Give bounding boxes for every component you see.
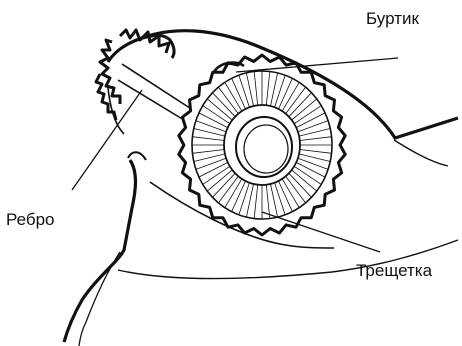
arm-top-hook (128, 152, 146, 160)
label-rib: Ребро (6, 210, 55, 229)
arm-bracket-inner (79, 252, 120, 346)
arm-bracket (64, 160, 136, 342)
label-ratchet: Трещетка (356, 261, 433, 280)
label-bead: Буртик (366, 9, 419, 28)
rib-line-lower (118, 80, 184, 120)
ratchet-wheel (179, 55, 345, 235)
housing-right-line (394, 140, 448, 166)
